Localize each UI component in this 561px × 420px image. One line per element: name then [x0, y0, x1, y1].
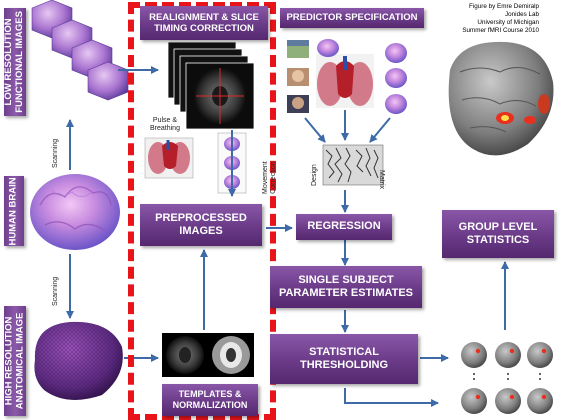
low-res-line2: FUNCTIONAL IMAGES — [14, 11, 25, 113]
human-brain-text: HUMAN BRAIN — [7, 176, 19, 246]
scan-grid-ellipsis — [473, 373, 541, 380]
single-line2: PARAMETER ESTIMATES — [278, 287, 414, 299]
predictor-specification-box: PREDICTOR SPECIFICATION — [280, 8, 424, 28]
realign-line1: REALIGNMENT & SLICE — [149, 11, 259, 23]
pulse-breathing-image — [144, 137, 194, 179]
human-brain-label: HUMAN BRAIN — [4, 176, 24, 246]
stat-line1: STATISTICAL — [309, 345, 379, 358]
realignment-box: REALIGNMENT & SLICE TIMING CORRECTION — [140, 6, 268, 40]
credit-line-3: University of Michigan — [477, 18, 539, 26]
pulse-breathing-label: Pulse & Breathing — [150, 117, 180, 132]
credit-line-2: Jonides Lab — [505, 10, 539, 18]
functional-images-stack — [31, 0, 129, 101]
subject-scans-grid — [461, 342, 553, 414]
movement-correction-label: Movement Correction — [262, 161, 277, 194]
credit-line-1: Figure by Emre Demiralp — [469, 3, 539, 10]
realignment-slices — [167, 41, 255, 130]
high-resolution-label: HIGH RESOLUTION ANATOMICAL IMAGE — [4, 306, 26, 416]
group-line1: GROUP LEVEL — [458, 220, 538, 233]
preprocessing-dashed-region — [128, 2, 276, 420]
matrix-label: Matrix — [378, 170, 385, 190]
preprocessed-line2: IMAGES — [179, 225, 223, 237]
credit-line-4: Summer fMRI Course 2010 — [462, 26, 539, 34]
group-level-box: GROUP LEVEL STATISTICS — [442, 210, 554, 258]
scanning-label-top: Scanning — [52, 138, 59, 168]
pulse-line1: Pulse & — [152, 117, 178, 124]
movement-line2: Correction — [269, 161, 277, 194]
preprocessed-images-box: PREPROCESSED IMAGES — [140, 204, 262, 246]
scanning-label-bottom: Scanning — [52, 276, 59, 306]
flow-arrows — [66, 66, 509, 407]
single-line1: SINGLE SUBJECT — [298, 273, 394, 286]
group-line2: STATISTICS — [466, 234, 530, 246]
templates-line1: TEMPLATES & — [178, 389, 242, 400]
regression-box: REGRESSION — [296, 214, 392, 240]
anatomical-image — [34, 321, 123, 400]
preprocessed-line1: PREPROCESSED — [155, 211, 247, 224]
movement-line1: Movement — [262, 161, 269, 194]
high-res-line1: HIGH RESOLUTION — [4, 316, 15, 406]
statistical-thresholding-box: STATISTICAL THRESHOLDING — [270, 334, 418, 384]
pulse-line2: Breathing — [150, 124, 180, 132]
design-matrix-image — [322, 144, 384, 186]
human-brain-image — [30, 174, 120, 250]
stat-line2: THRESHOLDING — [300, 359, 388, 371]
movement-correction-images — [217, 132, 247, 194]
figure-credit: Figure by Emre Demiralp Jonides Lab Univ… — [462, 3, 539, 34]
design-label: Design — [311, 164, 318, 186]
realign-line2: TIMING CORRECTION — [154, 23, 254, 34]
templates-line2: NORMALIZATION — [172, 400, 248, 410]
templates-normalization-box: TEMPLATES & NORMALIZATION — [162, 384, 258, 416]
predictor-pictures — [287, 39, 407, 114]
single-subject-box: SINGLE SUBJECT PARAMETER ESTIMATES — [270, 266, 422, 308]
template-images — [162, 333, 254, 377]
high-res-line2: ANATOMICAL IMAGE — [14, 312, 25, 410]
group-brain-render — [448, 41, 554, 156]
low-resolution-label: LOW RESOLUTION FUNCTIONAL IMAGES — [4, 8, 26, 116]
